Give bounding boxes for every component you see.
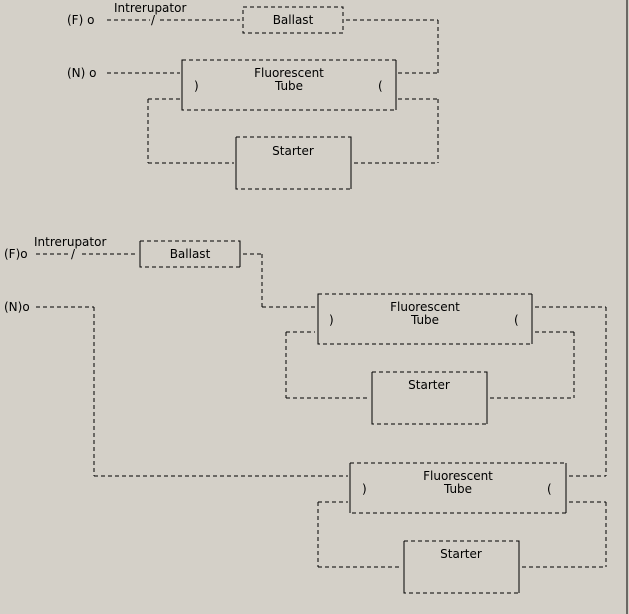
diagram-single-tube: Intrerupator (F) o / Ballast (N) o Fluor…: [67, 1, 439, 190]
filament-right: (: [378, 79, 383, 93]
starter-label: Starter: [272, 144, 314, 158]
tube2-label-line1: Fluorescent: [423, 469, 493, 483]
tube2-label-line2: Tube: [443, 482, 472, 496]
filament-left: ): [194, 79, 199, 93]
diagram-two-tubes: Intrerupator (F)o / Ballast (N)o Fluores…: [4, 235, 607, 594]
interruptor-label-2: Intrerupator: [34, 235, 106, 249]
phase-terminal: (F) o: [67, 13, 94, 27]
tube1-label-line1: Fluorescent: [390, 300, 460, 314]
interruptor-label: Intrerupator: [114, 1, 186, 15]
ballast-label: Ballast: [273, 13, 314, 27]
tube1-filament-left: ): [329, 313, 334, 327]
tube2-filament-right: (: [547, 482, 552, 496]
tube1-label-line2: Tube: [410, 313, 439, 327]
phase-terminal-2: (F)o: [4, 247, 28, 261]
switch-symbol-2: /: [71, 247, 76, 261]
starter1-label: Starter: [408, 378, 450, 392]
tube-label-line1: Fluorescent: [254, 66, 324, 80]
tube2-filament-left: ): [362, 482, 367, 496]
ballast-box: [242, 6, 344, 34]
tube-label-line2: Tube: [274, 79, 303, 93]
neutral-terminal: (N) o: [67, 66, 97, 80]
tube1-filament-right: (: [514, 313, 519, 327]
starter2-label: Starter: [440, 547, 482, 561]
neutral-terminal-2: (N)o: [4, 300, 30, 314]
ballast-label-2: Ballast: [170, 247, 211, 261]
switch-symbol: /: [151, 13, 156, 27]
